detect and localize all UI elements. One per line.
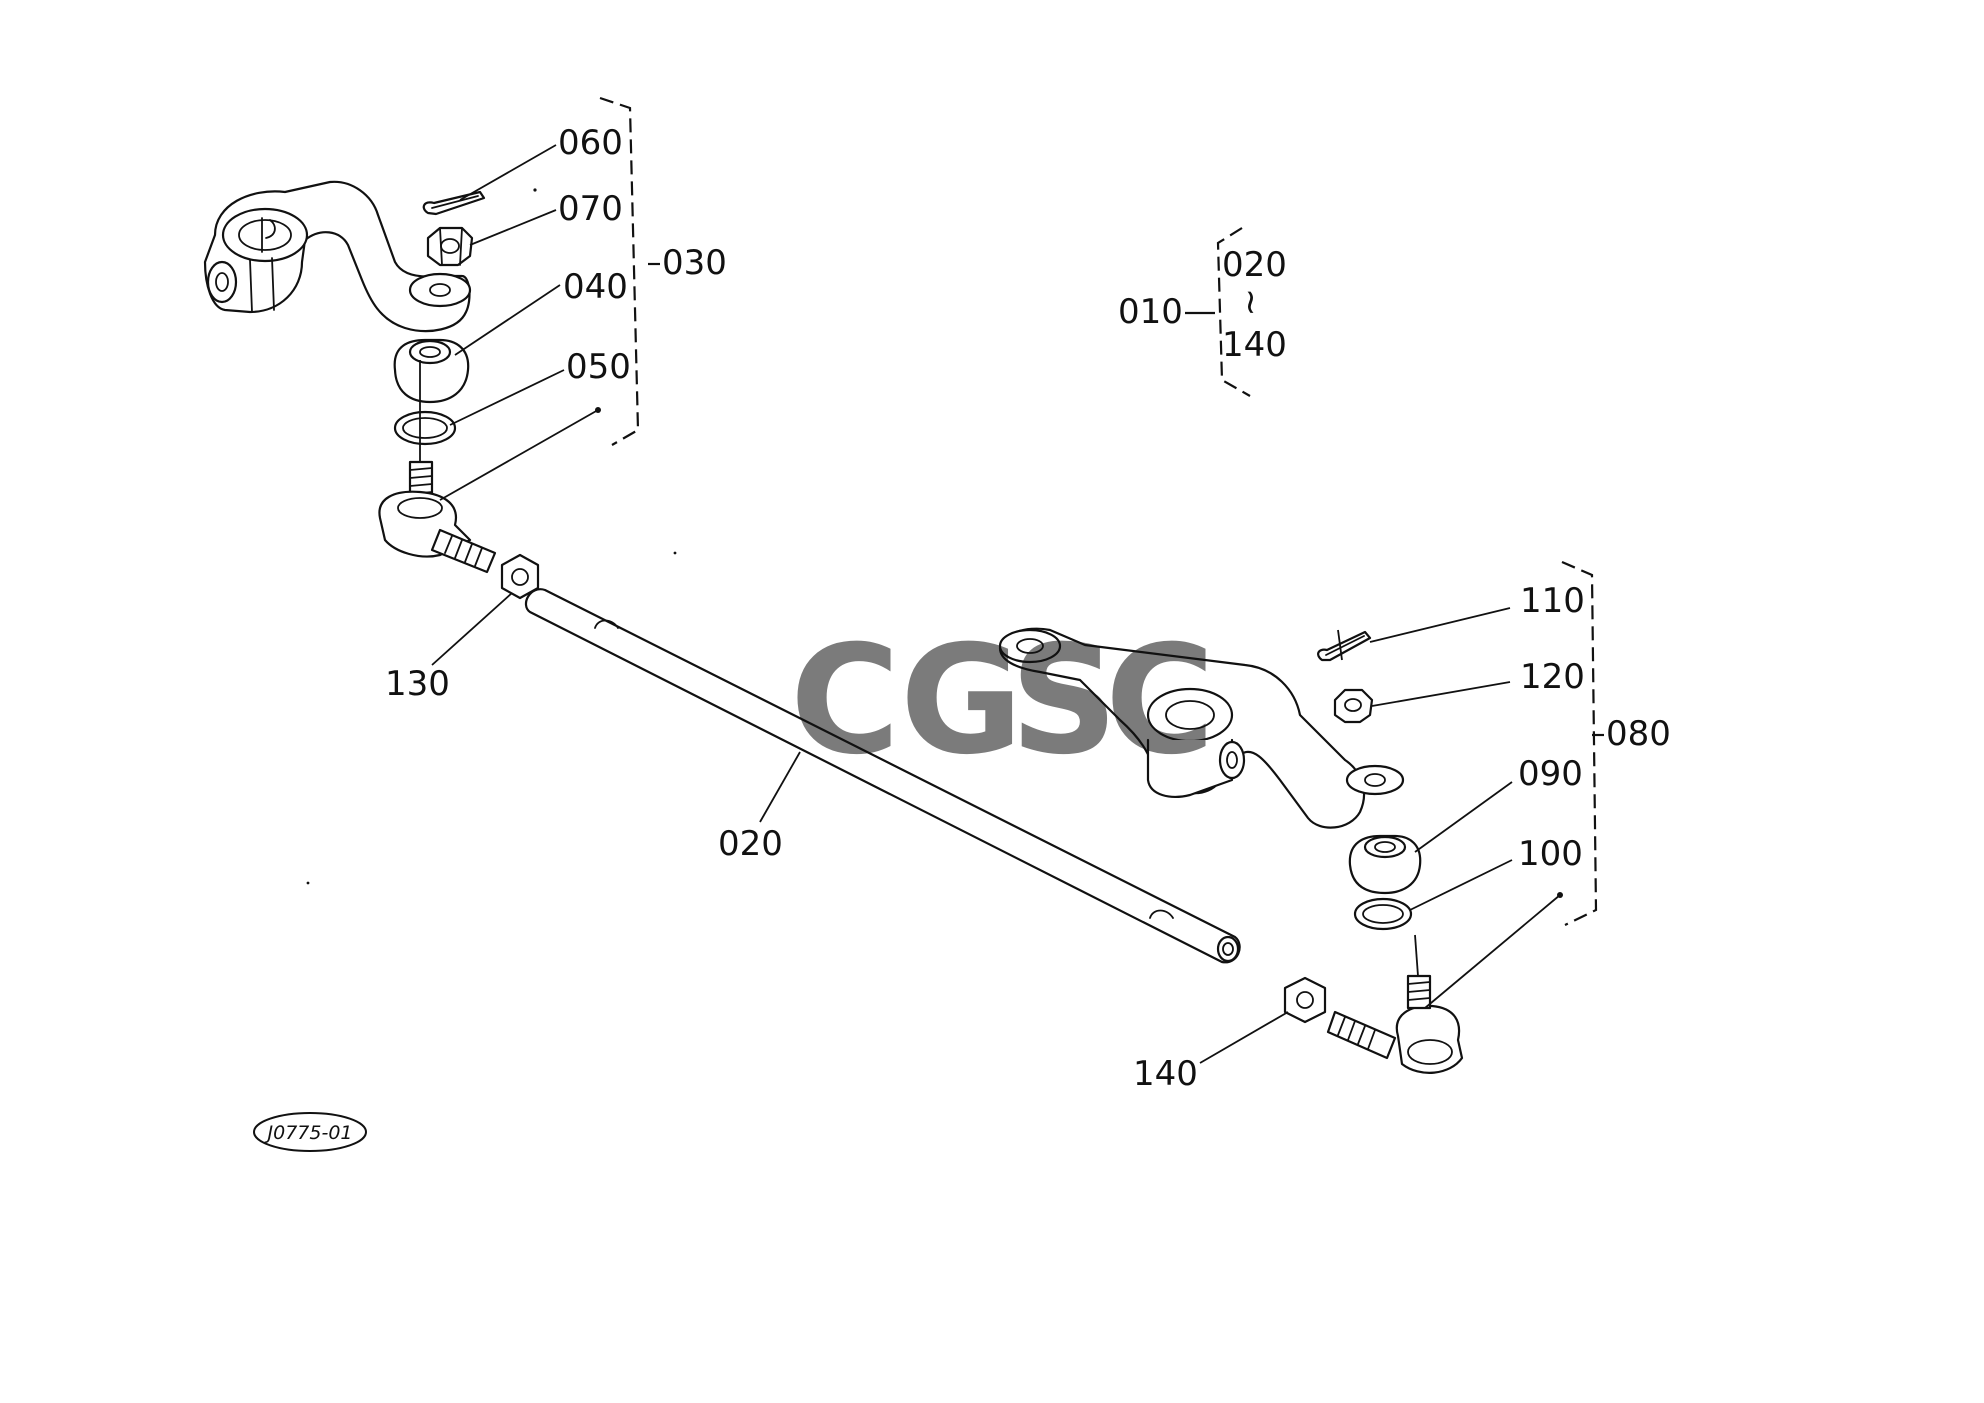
label-group-020: 020 bbox=[1222, 245, 1287, 285]
label-group-140: 140 bbox=[1222, 325, 1287, 365]
left-tie-rod-end bbox=[378, 360, 497, 574]
label-130: 130 bbox=[385, 664, 450, 704]
label-070: 070 bbox=[558, 189, 623, 229]
leader-lines bbox=[431, 144, 1604, 1064]
scan-specks bbox=[306, 188, 677, 885]
label-010: 010 bbox=[1118, 292, 1183, 332]
right-knuckle-arm bbox=[998, 627, 1405, 829]
dust-seal-090 bbox=[1348, 834, 1422, 895]
castle-nut-120 bbox=[1333, 688, 1374, 724]
label-100: 100 bbox=[1518, 834, 1583, 874]
label-050: 050 bbox=[566, 347, 631, 387]
drawing-reference: J0775-01 bbox=[253, 1112, 367, 1152]
label-090: 090 bbox=[1518, 754, 1583, 794]
label-030: 030 bbox=[662, 243, 727, 283]
watermark: C G S C bbox=[790, 614, 1215, 788]
label-080: 080 bbox=[1606, 714, 1671, 754]
label-040: 040 bbox=[563, 267, 628, 307]
part-labels: 060 070 040 050 030 010 020 ~ 140 130 02… bbox=[385, 123, 1671, 1094]
left-knuckle-arm bbox=[203, 180, 472, 333]
right-tie-rod-end bbox=[1326, 934, 1464, 1074]
ring-100 bbox=[1353, 897, 1413, 931]
dust-seal-040 bbox=[393, 338, 470, 404]
watermark-letter: G bbox=[900, 614, 1023, 788]
group-brackets bbox=[599, 96, 1598, 926]
label-120: 120 bbox=[1520, 657, 1585, 697]
watermark-letter: C bbox=[790, 614, 900, 788]
label-140: 140 bbox=[1133, 1054, 1198, 1094]
jam-nut-140 bbox=[1283, 976, 1327, 1024]
label-020: 020 bbox=[718, 824, 783, 864]
label-060: 060 bbox=[558, 123, 623, 163]
jam-nut-130 bbox=[500, 553, 540, 600]
castle-nut-070 bbox=[426, 226, 474, 267]
drawing-reference-text: J0775-01 bbox=[264, 1122, 353, 1144]
label-range-symbol: ~ bbox=[1231, 288, 1271, 317]
watermark-letter: S bbox=[1010, 614, 1118, 788]
tie-rod-tube-020 bbox=[524, 588, 1241, 964]
cotter-pin-060 bbox=[422, 190, 486, 216]
ring-050 bbox=[393, 410, 457, 446]
watermark-letter: C bbox=[1105, 614, 1215, 788]
cotter-pin-110 bbox=[1317, 629, 1372, 662]
label-110: 110 bbox=[1520, 581, 1585, 621]
